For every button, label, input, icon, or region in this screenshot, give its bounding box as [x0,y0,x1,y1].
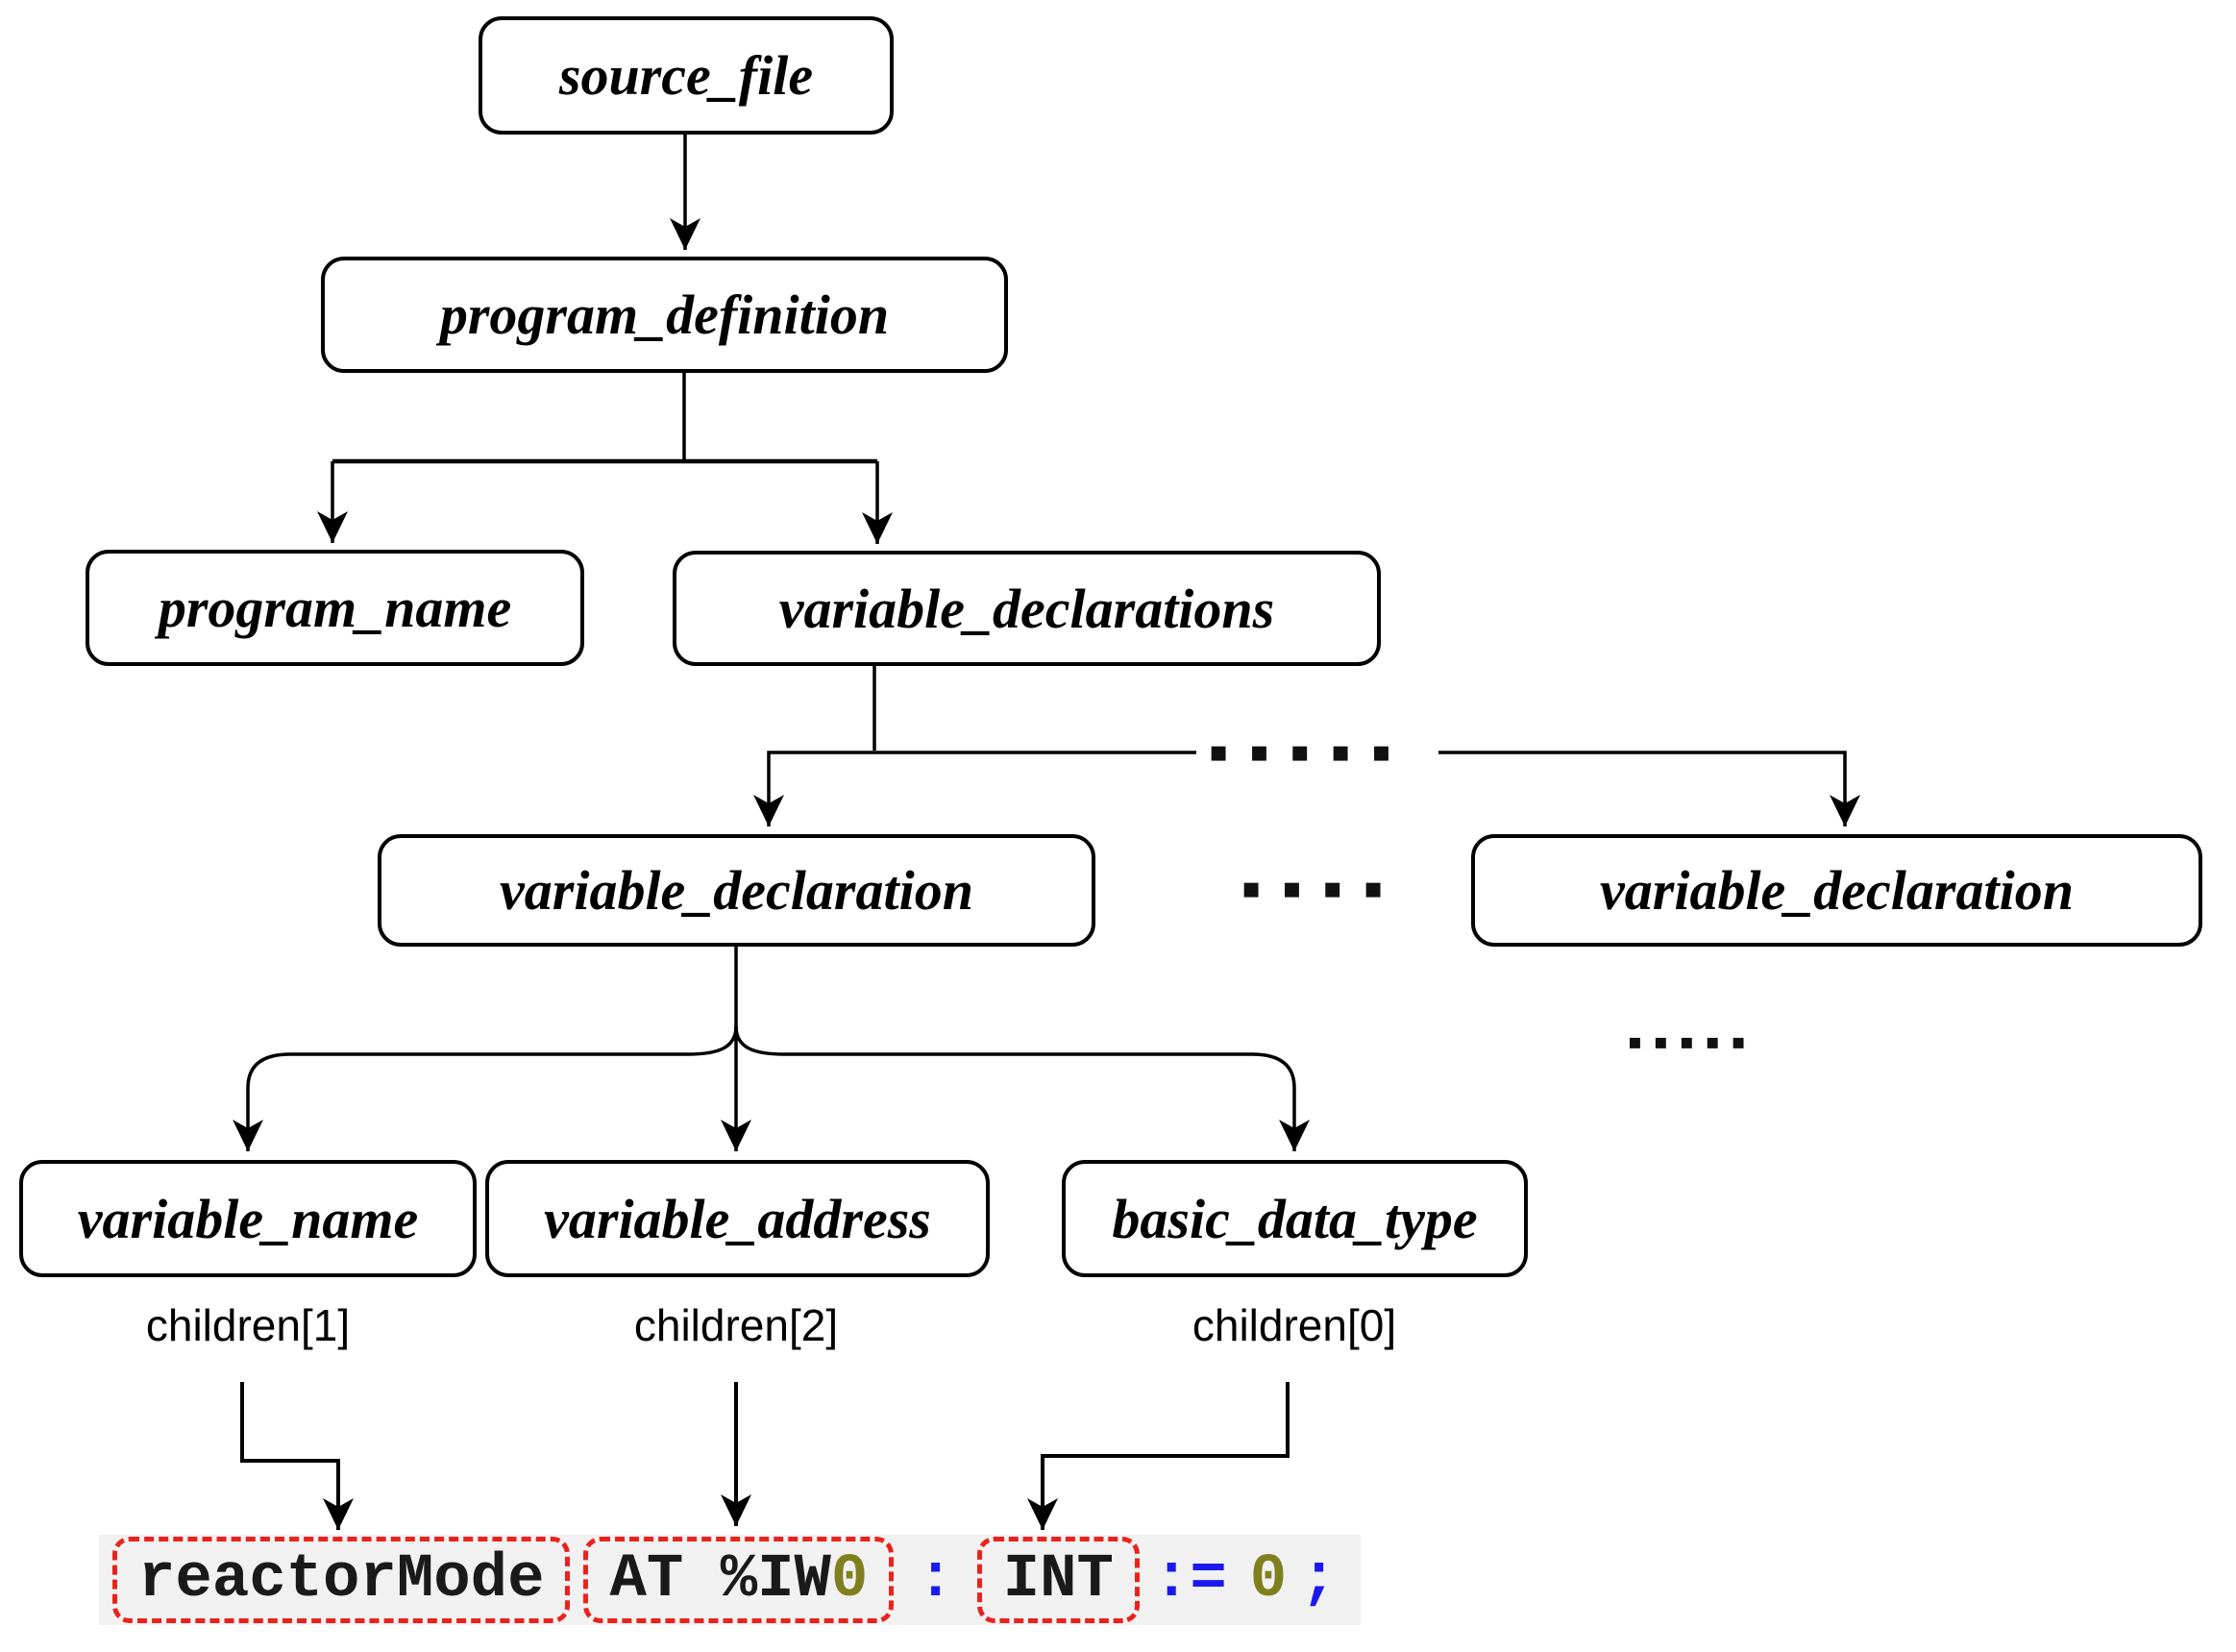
ellipsis-dots-below-right-declaration: ▪▪▪▪▪ [1628,1030,1757,1054]
edge-children1-to-token [240,1382,354,1530]
node-variable-address: variable_address [485,1160,990,1277]
node-program-name: program_name [86,550,584,666]
token-initial-value: 0 [1249,1545,1288,1615]
node-basic-data-type: basic_data_type [1062,1160,1528,1277]
edge-to-variabledeclaration-right [1438,751,1860,826]
token-at-keyword: AT %IW [609,1545,831,1615]
node-variable-declaration-left: variable_declaration [378,834,1095,947]
token-semicolon: ; [1300,1545,1338,1615]
token-variable-name: reactorMode [138,1545,545,1615]
edge-brace-right-arm [734,1025,1310,1151]
token-address-number: 0 [830,1545,869,1615]
token-colon: : [917,1545,954,1615]
child-index-label-basic-data-type: children[0] [1192,1300,1397,1350]
edge-to-variabledeclaration-left [753,751,1196,826]
node-variable-declaration-right: variable_declaration [1471,834,2202,947]
token-data-type: INT [1002,1545,1114,1615]
edge-brace-left-arm [233,1025,738,1151]
edge-children0-to-token [1027,1382,1290,1530]
node-variable-name: variable_name [19,1160,477,1277]
child-index-label-variable-address: children[2] [633,1300,839,1350]
token-assign-operator: := [1152,1545,1227,1615]
ellipsis-dots-branch-row: ▪▪▪▪▪ [1209,735,1413,769]
child-index-label-variable-name: children[1] [145,1300,351,1350]
highlight-box-variable-name: reactorMode [112,1537,571,1623]
node-program-definition: program_definition [321,257,1008,373]
node-source-file: source_file [479,16,894,135]
node-variable-declarations: variable_declarations [673,551,1381,666]
ellipsis-dots-between-declarations: ▪▪▪▪ [1241,872,1405,905]
highlight-box-data-type: INT [976,1537,1140,1623]
